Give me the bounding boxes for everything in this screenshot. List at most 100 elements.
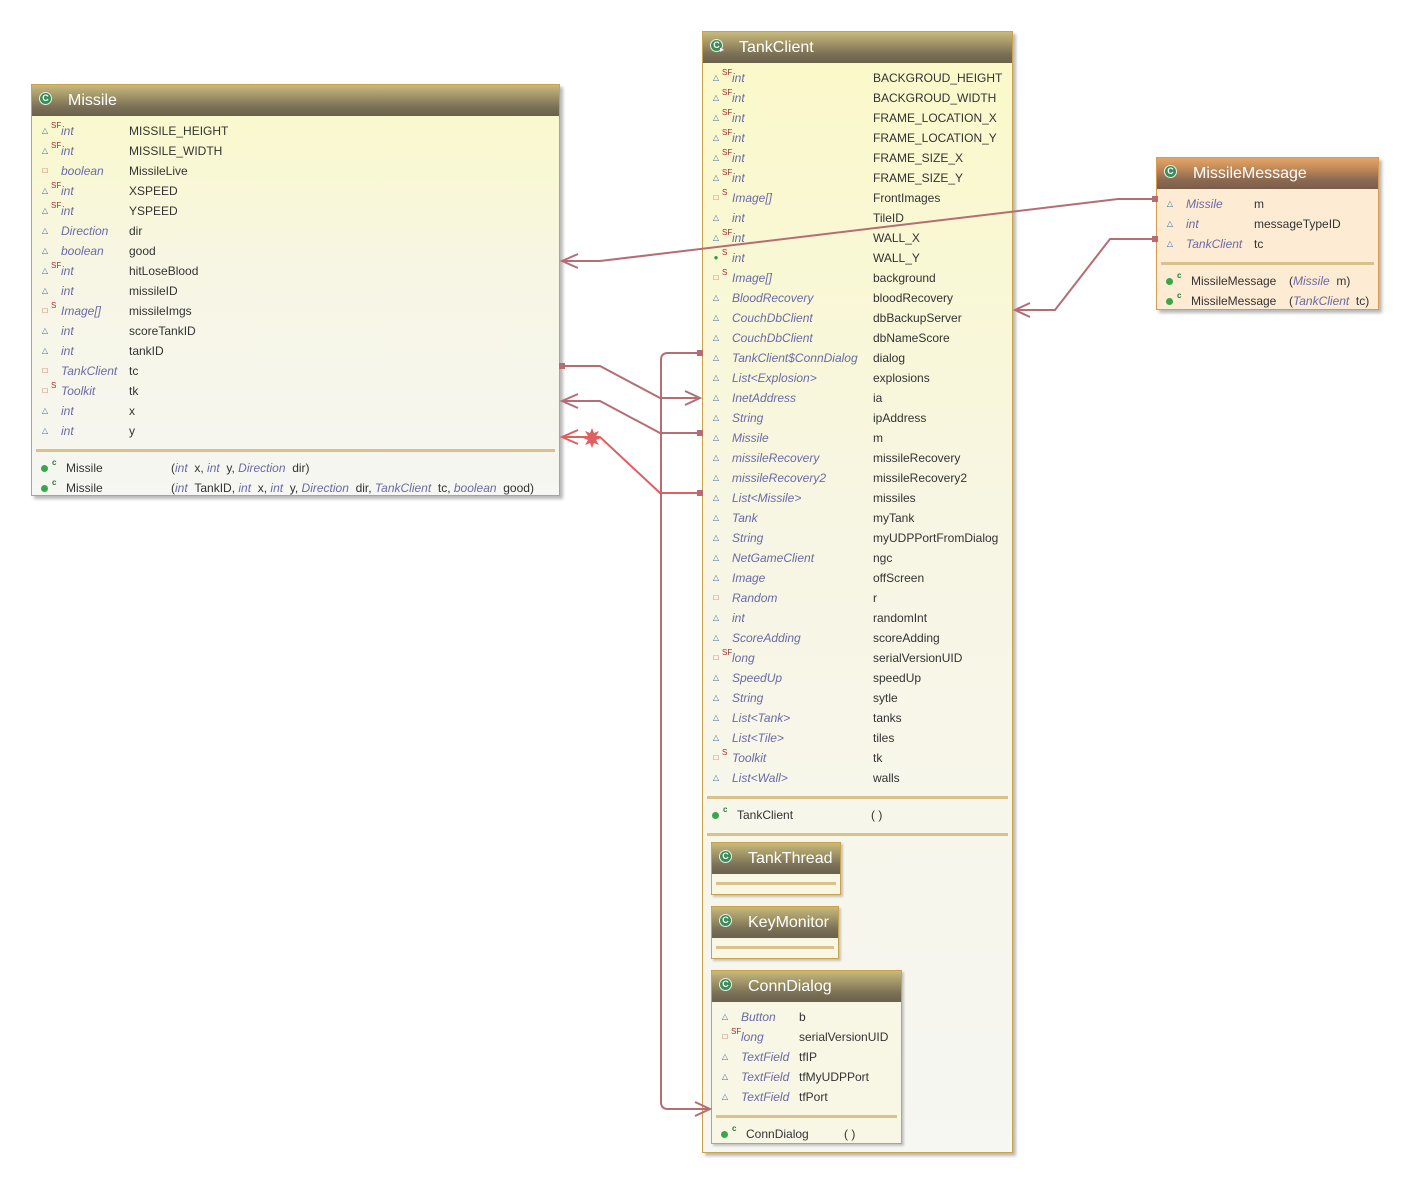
class-keymonitor[interactable]: C KeyMonitor — [711, 906, 839, 959]
field-name: YSPEED — [129, 204, 178, 218]
field-type: long — [732, 651, 755, 665]
class-header[interactable]: C TankThread — [712, 843, 840, 874]
field-name: FRAME_SIZE_X — [873, 151, 964, 165]
visibility-icon: □ — [42, 366, 48, 375]
class-header[interactable]: C Missile — [32, 85, 559, 116]
visibility-icon: △ — [712, 733, 720, 742]
visibility-icon: △ — [712, 773, 720, 782]
class-header[interactable]: C ConnDialog — [712, 971, 901, 1002]
field-row[interactable]: △List<Tank>tanks — [703, 708, 1012, 728]
arrowhead-missile-from-tankclient-missiles — [559, 429, 579, 445]
collection-star-icon — [583, 428, 601, 448]
field-type: int — [61, 344, 74, 358]
class-tankthread[interactable]: C TankThread — [711, 842, 841, 895]
link-missilemessage-tc-to-tankclient — [1015, 238, 1155, 311]
field-name: tc — [1254, 237, 1264, 251]
field-type: TextField — [741, 1070, 790, 1084]
visibility-icon: △ — [712, 393, 720, 402]
modifier-badge: SF — [51, 121, 62, 130]
visibility-icon: □ — [42, 306, 48, 315]
modifier-badge: SF — [722, 168, 733, 177]
class-header[interactable]: C ▸ TankClient — [703, 32, 1012, 63]
field-row[interactable]: △List<Wall>walls — [703, 768, 1012, 788]
field-row[interactable]: △List<Missile>missiles — [703, 488, 1012, 508]
visibility-icon: △ — [712, 633, 720, 642]
constructor-params: ( ) — [844, 1127, 856, 1141]
class-header[interactable]: C KeyMonitor — [712, 907, 838, 938]
visibility-icon: △ — [712, 293, 720, 302]
field-row[interactable]: △List<Tile>tiles — [703, 728, 1012, 748]
class-header[interactable]: C MissileMessage — [1157, 158, 1378, 189]
field-row[interactable]: △List<Explosion>explosions — [703, 368, 1012, 388]
separator — [716, 1115, 897, 1118]
field-name: missileRecovery — [873, 451, 961, 465]
modifier-badge: S — [51, 301, 57, 310]
